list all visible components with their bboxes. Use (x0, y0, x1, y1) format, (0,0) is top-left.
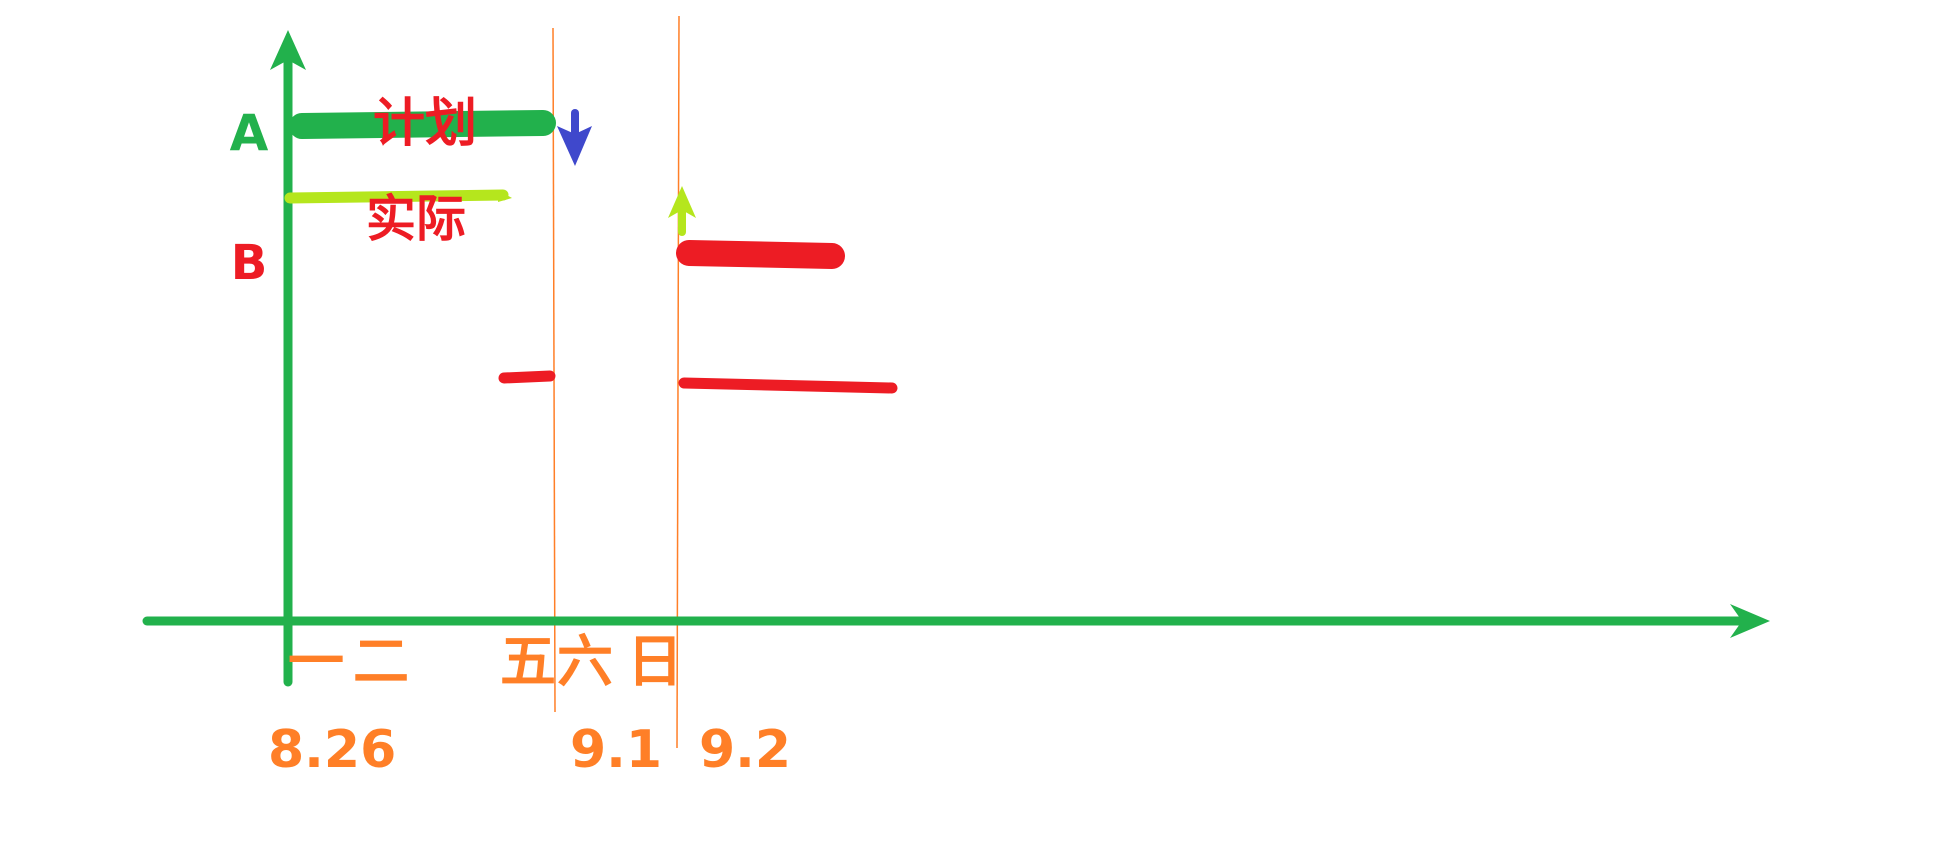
x-axis-arrow (1730, 604, 1770, 638)
row-b-actual-line-long (678, 377, 898, 394)
weekday-sun: 日 (627, 630, 683, 695)
row-a-actual-tip (498, 190, 512, 202)
blue-down-arrow-icon (557, 126, 592, 166)
row-b-plan-bar (676, 240, 845, 269)
plan-annotation: 计划 (373, 94, 477, 154)
weekday-tue: 二 (353, 630, 409, 695)
row-a-plan-bar (289, 110, 556, 139)
guide-line-9-2 (676, 15, 680, 749)
weekday-sat: 六 (557, 630, 613, 695)
row-a-label: A (230, 104, 269, 162)
date-label-8-26: 8.26 (268, 720, 396, 780)
date-label-9-1: 9.1 (570, 720, 662, 780)
weekday-fri: 五 (500, 630, 556, 695)
weekday-mon: 一 (288, 630, 344, 695)
guide-line-9-1 (552, 27, 556, 713)
y-axis-arrow (270, 30, 306, 70)
lime-up-arrow-icon (668, 186, 696, 218)
date-label-9-2: 9.2 (699, 720, 791, 780)
actual-annotation: 实际 (366, 190, 466, 248)
row-b-actual-line-short (498, 370, 556, 384)
row-b-label: B (231, 235, 268, 291)
row-a-actual-line (284, 189, 509, 204)
